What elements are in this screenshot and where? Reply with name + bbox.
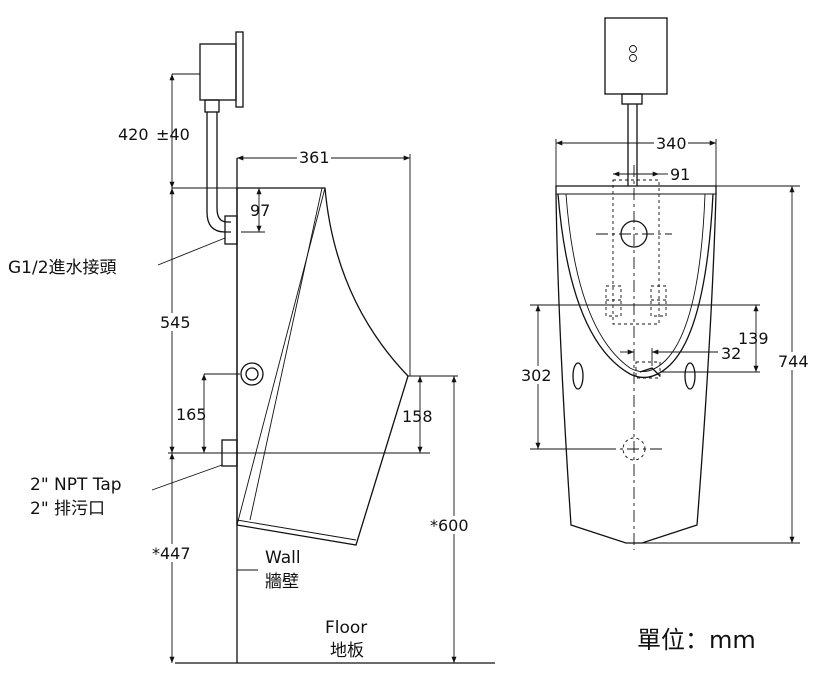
- dim-302: 302: [521, 366, 552, 385]
- dim-420-tolerance: ±40: [156, 125, 190, 144]
- sensor-frame: [612, 179, 660, 325]
- wall-label-en: Wall: [265, 548, 301, 568]
- dim-158: 158: [402, 407, 433, 426]
- flush-valve-side: [199, 31, 244, 245]
- dim-447: *447: [152, 544, 191, 563]
- dim-744: 744: [778, 352, 809, 371]
- dim-91: 91: [670, 165, 690, 184]
- side-view: 420 ±40 361 97 G1/2進水接頭 545 165 158 2" N…: [8, 31, 495, 664]
- dim-97: 97: [250, 201, 270, 220]
- floor-label-en: Floor: [325, 618, 367, 638]
- urinal-body-front: [555, 185, 717, 544]
- dim-165: 165: [176, 405, 207, 424]
- dim-545: 545: [160, 313, 191, 332]
- units-label: 單位：mm: [637, 626, 756, 654]
- dim-340: 340: [656, 134, 687, 153]
- front-view: 340 91 744 302 139 32: [519, 17, 812, 550]
- inlet-circle: [240, 362, 264, 386]
- flush-valve-front: [604, 17, 668, 186]
- dim-32: 32: [721, 344, 741, 363]
- outlet-label-line1: 2" NPT Tap: [30, 475, 122, 495]
- dim-420: 420: [118, 125, 149, 144]
- inlet-label: G1/2進水接頭: [8, 258, 117, 278]
- dim-361: 361: [299, 148, 330, 167]
- dim-600: *600: [430, 516, 469, 535]
- dim-139: 139: [738, 329, 769, 348]
- floor-label-zh: 地板: [330, 641, 364, 661]
- urinal-body-side: [236, 187, 409, 546]
- outlet-label-line2: 2" 排污口: [30, 499, 105, 519]
- wall-label-zh: 牆壁: [265, 572, 299, 592]
